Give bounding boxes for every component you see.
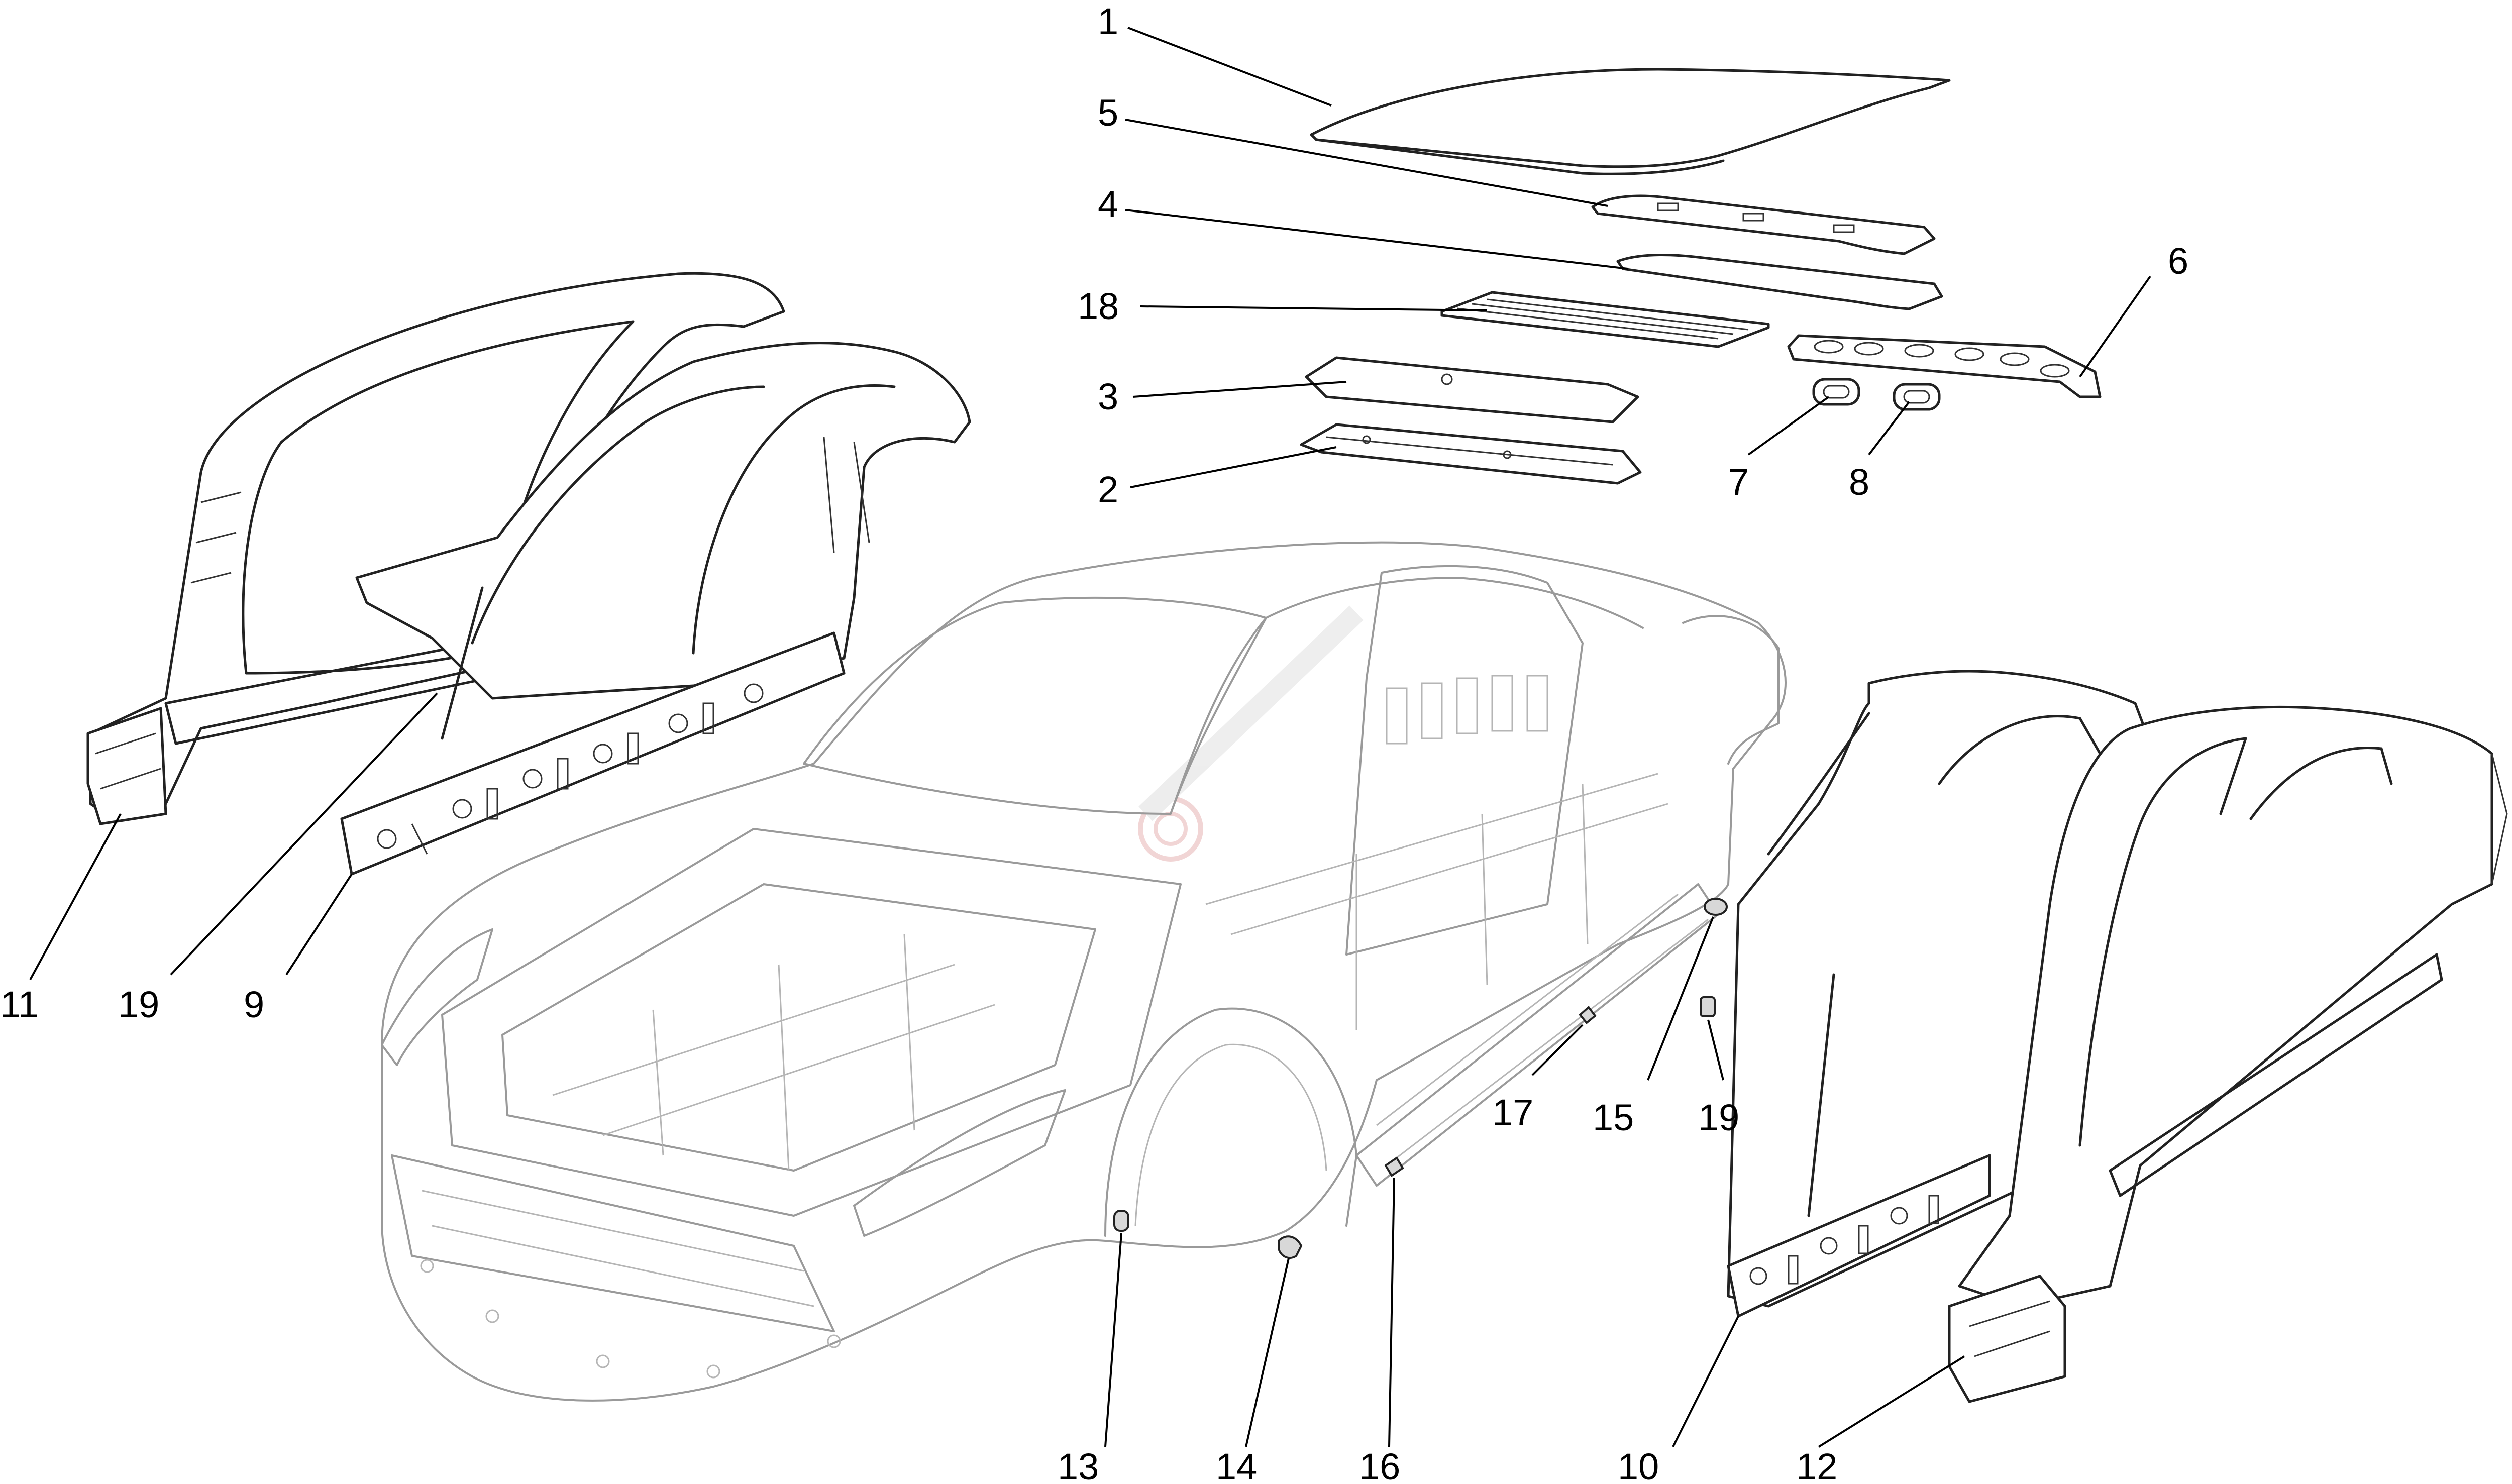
callout-19: 19 — [118, 984, 159, 1025]
body-in-white-shell — [381, 541, 1787, 1402]
grommet-15 — [1704, 898, 1728, 916]
plug-14 — [1278, 1235, 1303, 1259]
spacer-19-right — [1700, 996, 1716, 1017]
roof-reinforcement — [1440, 291, 1770, 348]
callout-7: 7 — [1728, 461, 1749, 503]
rear-roof-header — [1787, 334, 2102, 398]
callout-3: 3 — [1098, 376, 1118, 417]
callout-12: 12 — [1796, 1446, 1837, 1484]
callout-2: 2 — [1098, 469, 1118, 510]
left-inner-side-panel — [355, 342, 971, 700]
callout-15: 15 — [1593, 1097, 1634, 1138]
callout-5: 5 — [1098, 92, 1118, 134]
right-pillar-rod — [1807, 973, 1835, 1217]
right-outer-side-panel — [1958, 705, 2508, 1308]
callout-19-right: 19 — [1698, 1097, 1739, 1138]
left-front-bracket — [86, 707, 167, 825]
callout-10: 10 — [1618, 1446, 1659, 1484]
plug-13 — [1113, 1210, 1129, 1232]
right-rear-bracket — [1948, 1275, 2066, 1403]
callout-14: 14 — [1216, 1446, 1257, 1484]
callout-17: 17 — [1492, 1092, 1533, 1133]
front-roof-rail — [1591, 194, 1936, 255]
clip-17 — [1579, 1006, 1597, 1024]
mounting-plate-7 — [1812, 378, 1860, 406]
roof-inner-panel — [1305, 356, 1639, 423]
callout-labels: 1 5 4 18 3 2 6 7 8 11 19 9 17 15 19 13 1… — [0, 1, 2188, 1484]
roof-bow — [1616, 253, 1943, 310]
callout-18: 18 — [1078, 285, 1119, 327]
callout-6: 6 — [2168, 240, 2188, 282]
leader-lines — [29, 27, 2151, 1448]
roof-panel — [1310, 68, 1951, 175]
right-sill-reinforcement — [1727, 1154, 1991, 1318]
callout-16: 16 — [1359, 1446, 1400, 1484]
callout-11: 11 — [0, 984, 39, 1025]
callout-4: 4 — [1098, 183, 1118, 225]
callout-9: 9 — [244, 984, 264, 1025]
callout-1: 1 — [1098, 1, 1118, 42]
clip-16 — [1384, 1156, 1404, 1177]
roof-lower-panel — [1300, 423, 1642, 485]
left-sill-reinforcement — [340, 631, 846, 876]
callout-8: 8 — [1849, 461, 1869, 503]
left-pillar-rod — [441, 586, 484, 740]
mounting-plate-8 — [1893, 383, 1941, 411]
callout-13: 13 — [1058, 1446, 1099, 1484]
